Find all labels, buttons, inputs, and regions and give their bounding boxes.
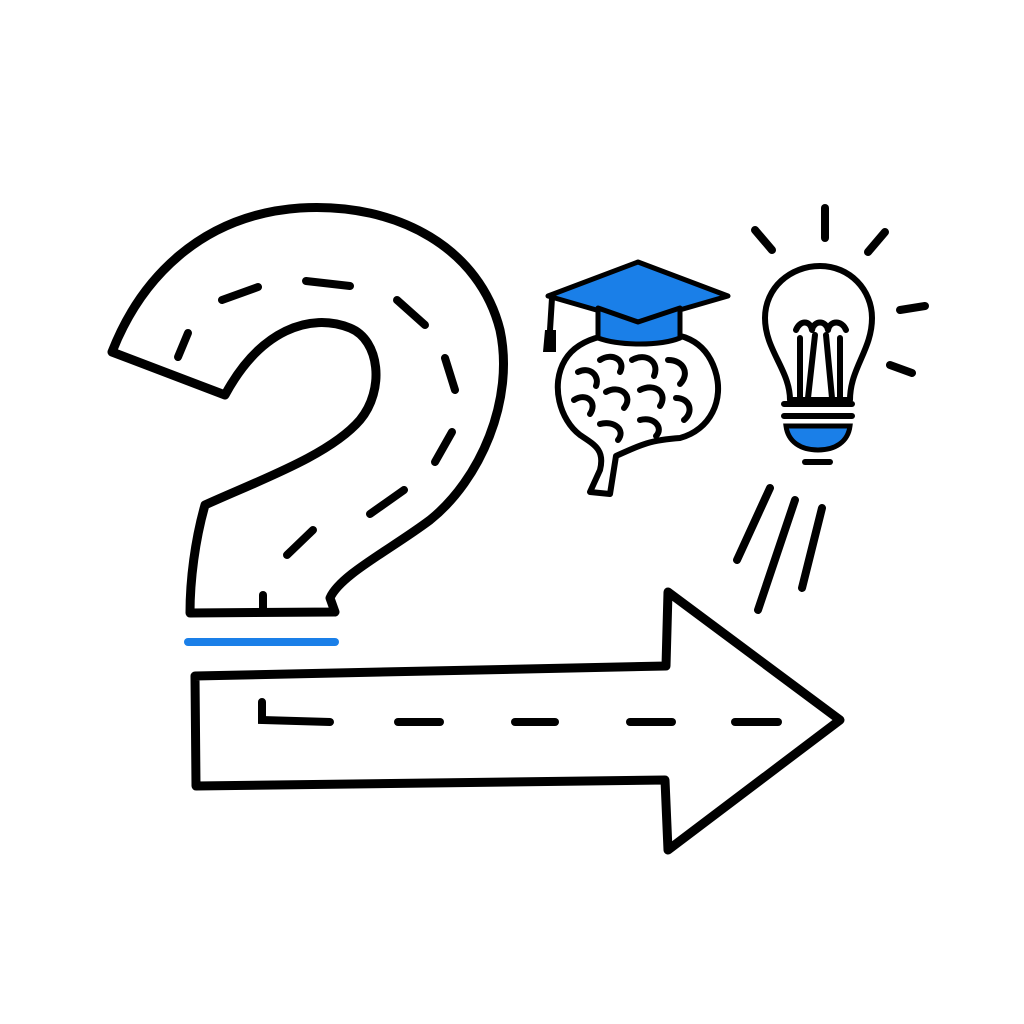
question-mark-road-icon [107,202,508,646]
brain-icon [554,330,722,497]
graduation-cap-icon [543,259,731,352]
arrow-road-icon [190,587,845,855]
light-bulb-icon [733,204,929,614]
